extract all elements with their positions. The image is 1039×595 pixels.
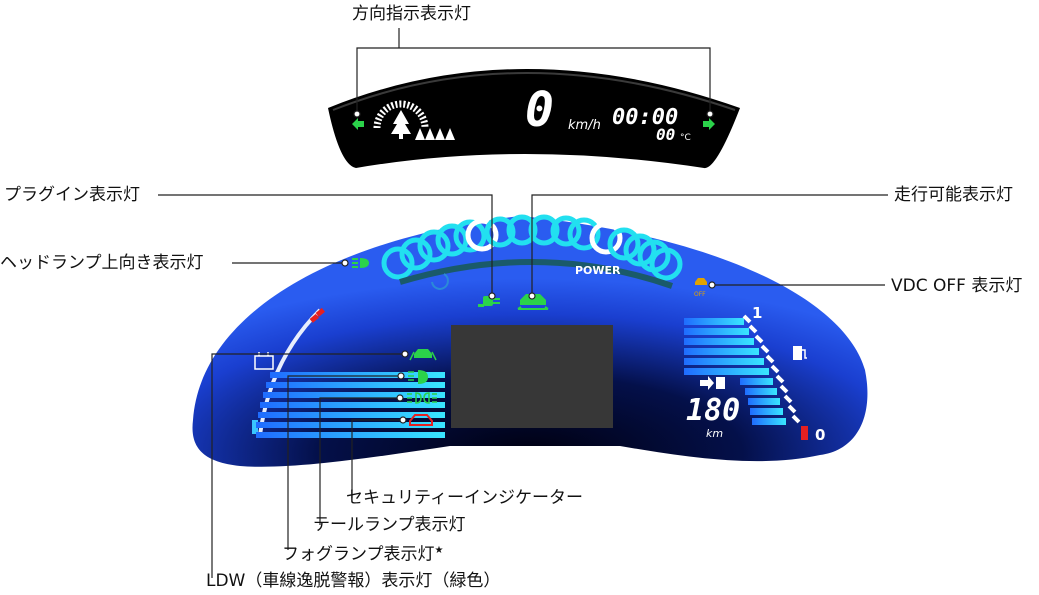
fog-lamp-icon <box>408 370 428 384</box>
regen-arrow-icon <box>431 273 449 290</box>
svg-text:OFF: OFF <box>694 291 706 298</box>
charge-spot-icon <box>700 376 725 390</box>
fog-lamp-label: フォグランプ表示灯★ <box>282 541 443 565</box>
eco-tree-icon <box>373 100 455 140</box>
speed-unit: km/h <box>568 118 601 133</box>
fuel-pump-icon <box>793 346 807 360</box>
battery-empty-label: 0 <box>815 426 825 444</box>
speed-readout: 0 <box>525 82 554 138</box>
vdc-off-icon: OFF <box>694 278 707 298</box>
fog-lamp-text: フォグランプ表示灯 <box>282 544 435 565</box>
ready-car-icon <box>517 294 549 310</box>
low-battery-mark <box>801 426 808 440</box>
tail-lamp-label: テールランプ表示灯 <box>313 515 466 535</box>
right-bar-gauge <box>684 318 786 425</box>
vdc-off-label: VDC OFF 表示灯 <box>891 276 1023 296</box>
battery-full-label: 1 <box>752 304 762 322</box>
high-beam-icon <box>352 258 369 268</box>
plugin-label: プラグイン表示灯 <box>4 185 140 205</box>
upper-meter-panel <box>328 69 740 169</box>
high-beam-label: ヘッドランプ上向き表示灯 <box>0 253 204 273</box>
battery-temp-gauge <box>252 307 325 436</box>
center-display <box>451 325 613 428</box>
power-label: POWER <box>575 264 621 277</box>
turn-right-arrow-icon <box>703 118 715 130</box>
range-unit: km <box>706 427 723 440</box>
security-label: セキュリティーインジケーター <box>346 488 583 508</box>
power-gauge <box>381 214 683 281</box>
left-bar-gauge <box>256 372 445 438</box>
ldw-label: LDW（車線逸脱警報）表示灯（緑色） <box>206 571 501 591</box>
outside-temp-readout: 00 <box>656 125 675 144</box>
clock-readout: 00:00 <box>612 105 678 130</box>
battery-temp-icon <box>254 352 274 370</box>
security-car-icon <box>409 414 433 426</box>
tail-lamp-icon <box>407 392 437 404</box>
plugin-icon <box>478 296 500 307</box>
range-readout: 180 <box>686 393 740 428</box>
right-gauge-ticks <box>742 314 801 424</box>
ldw-icon <box>409 349 437 361</box>
turn-signal-label: 方向指示表示灯 <box>352 4 471 24</box>
fog-lamp-star: ★ <box>434 545 444 556</box>
turn-left-arrow-icon <box>352 118 364 130</box>
ready-label: 走行可能表示灯 <box>894 185 1013 205</box>
outside-temp-unit: °C <box>680 133 691 143</box>
